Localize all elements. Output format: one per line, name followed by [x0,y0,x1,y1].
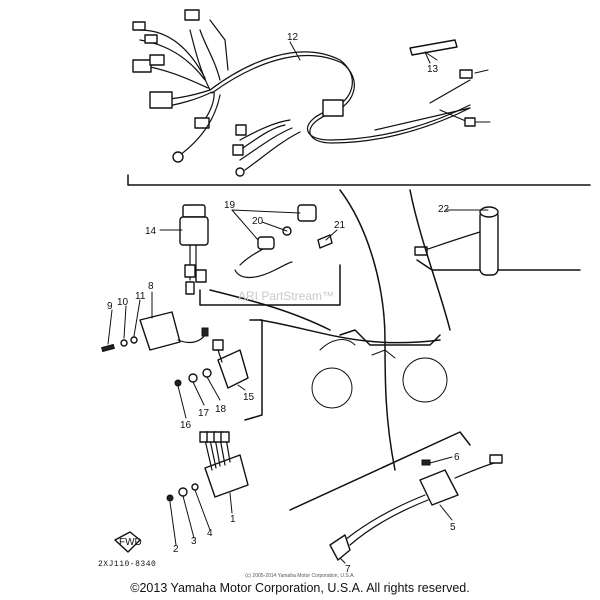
callout-8: 8 [148,281,154,292]
ignition-coil [174,339,249,389]
callout-21: 21 [334,220,346,231]
front-wheel [311,367,353,409]
connector [149,91,173,109]
connector [459,69,473,79]
cdi-unit [101,311,209,353]
callout-17: 17 [198,408,210,419]
callout-5: 5 [450,522,456,533]
starter-relay-group [289,431,503,561]
frame-outline [209,189,451,471]
callout-15: 15 [243,392,255,403]
callout-labels: 12 13 14 19 20 21 22 8 9 10 11 15 16 17 … [107,32,460,575]
connector [464,117,476,127]
small-copyright: (c) 2005-2014 Yamaha Motor Corporation, … [245,573,355,579]
callout-4: 4 [207,528,213,539]
watermark: ARI PartStream™ [238,289,335,303]
connector [322,99,344,117]
neutral-switch-group [199,204,341,306]
ring-terminal [172,151,184,163]
callout-18: 18 [215,404,227,415]
callout-12: 12 [287,32,299,43]
callout-13: 13 [427,64,439,75]
connector [149,54,165,66]
callout-2: 2 [173,544,179,555]
fwd-label: FWD [119,537,142,548]
callout-19: 19 [224,200,236,211]
rectifier-regulator [166,431,249,502]
connector [132,21,146,31]
leader-lines [107,41,489,564]
callout-3: 3 [191,536,197,547]
callout-9: 9 [107,301,113,312]
throttle-switch-group [414,206,581,276]
connector [144,34,158,44]
callout-20: 20 [252,216,264,227]
copyright-notice: ©2013 Yamaha Motor Corporation, U.S.A. A… [130,581,470,595]
wire-harness [127,9,591,186]
wire-band [409,39,458,61]
callout-1: 1 [230,514,236,525]
callout-11: 11 [135,291,146,302]
callout-6: 6 [454,452,460,463]
callout-10: 10 [117,297,129,308]
main-switch [179,204,209,295]
callout-14: 14 [145,226,157,237]
rear-wheel [402,357,448,403]
ring-terminal [235,167,245,177]
forward-arrow: FWD [114,531,142,553]
connector [232,144,244,156]
connector [184,9,200,21]
connector [132,59,152,73]
callout-22: 22 [438,204,450,215]
connector [235,124,247,136]
diagram-part-code: 2XJ110-8340 [98,560,157,569]
callout-16: 16 [180,420,192,431]
callout-7: 7 [345,564,351,575]
